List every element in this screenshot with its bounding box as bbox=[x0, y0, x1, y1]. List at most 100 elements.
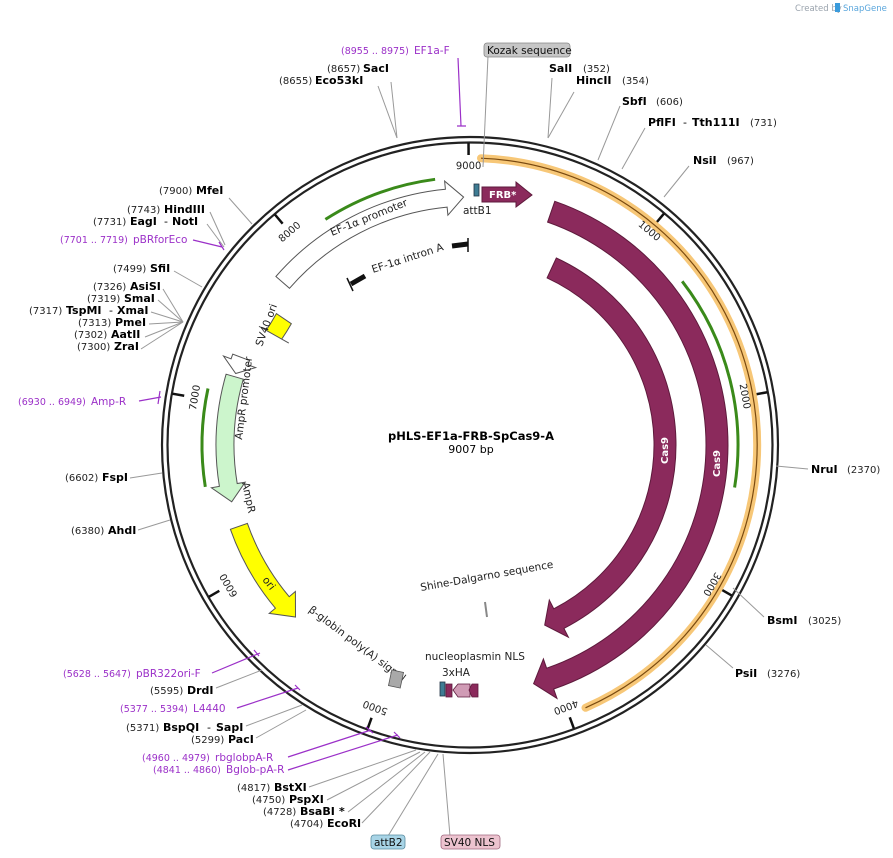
orf-arc-line bbox=[480, 157, 758, 709]
sali-name: SalI bbox=[549, 62, 572, 75]
leader-kozak bbox=[482, 55, 489, 168]
leader-ef1a-f bbox=[457, 57, 466, 127]
nrui-pos: (2370) bbox=[847, 465, 880, 476]
sv40-ori-box bbox=[258, 312, 292, 344]
leader-l4440 bbox=[236, 684, 301, 709]
ef1a-intron-bar-left bbox=[349, 273, 367, 287]
ahdi-name: AhdI bbox=[108, 524, 136, 537]
psii-pos: (3276) bbox=[767, 669, 800, 680]
tspmi-dash: - bbox=[109, 304, 113, 317]
leader-tspmi bbox=[150, 311, 184, 323]
sfii-pos: (7499) bbox=[113, 264, 146, 275]
sbfi-name: SbfI bbox=[622, 95, 647, 108]
attb2-block bbox=[439, 681, 446, 697]
amp-r-name: Amp-R bbox=[91, 396, 126, 408]
cas9-outer-label: Cas9 bbox=[712, 450, 723, 477]
hincii-name: HincII bbox=[576, 74, 612, 87]
credit-brand: SnapGene bbox=[843, 4, 887, 14]
xmai-name: XmaI bbox=[117, 304, 148, 317]
nsii-name: NsiI bbox=[693, 154, 717, 167]
fspi-pos: (6602) bbox=[65, 473, 98, 484]
pmei-name: PmeI bbox=[115, 316, 146, 329]
bsmi-pos: (3025) bbox=[808, 616, 841, 627]
nucleoplasmin-nls-arrow bbox=[468, 683, 479, 698]
eagi-pos: (7731) bbox=[93, 217, 126, 228]
eco53ki-pos: (8655) bbox=[279, 76, 312, 87]
rbglobpa-r-range: (4960 .. 4979) bbox=[142, 753, 210, 764]
scale-tick bbox=[655, 212, 665, 224]
pmei-pos: (7313) bbox=[78, 318, 111, 329]
leader-hincii bbox=[547, 91, 575, 139]
sali-pos: (352) bbox=[583, 64, 610, 75]
tth111i-name: Tth111I bbox=[692, 116, 740, 129]
scale-tick bbox=[172, 392, 185, 397]
attb1-label: attB1 bbox=[463, 205, 492, 217]
drdi-pos: (5595) bbox=[150, 686, 183, 697]
ecori-pos: (4704) bbox=[290, 819, 323, 830]
frb-label: FRB* bbox=[489, 190, 517, 201]
scale-tick bbox=[273, 213, 284, 225]
zrai-pos: (7300) bbox=[77, 342, 110, 353]
eco53ki-name: Eco53kI bbox=[315, 74, 363, 87]
backbone-outer bbox=[160, 135, 780, 755]
attb2-tag-text: attB2 bbox=[374, 837, 403, 849]
bsabi-pos: (4728) bbox=[263, 807, 296, 818]
aatii-name: AatII bbox=[111, 328, 140, 341]
credit-prefix: Created by bbox=[795, 4, 842, 14]
ahdi-pos: (6380) bbox=[71, 526, 104, 537]
tspmi-name: TspMI bbox=[66, 304, 102, 317]
ampr-green-arrow bbox=[200, 388, 210, 488]
leader-drdi bbox=[215, 669, 263, 689]
nsii-pos: (967) bbox=[727, 156, 754, 167]
scale-tick bbox=[568, 716, 576, 729]
amp-r-range: (6930 .. 6949) bbox=[18, 397, 86, 408]
scale-tick bbox=[208, 589, 220, 598]
bsabi-mark: * bbox=[339, 805, 345, 818]
leader-nrui bbox=[775, 465, 809, 470]
plasmid-length: 9007 bp bbox=[448, 443, 493, 456]
sv40-nls-tag bbox=[440, 834, 501, 850]
leader-ahdi bbox=[137, 519, 171, 531]
leader-eagi bbox=[206, 223, 225, 248]
snapgene-logo-icon bbox=[835, 3, 840, 12]
sapi-name: SapI bbox=[216, 721, 243, 734]
eagi-name: EagI bbox=[130, 215, 157, 228]
pbr322ori-f-range: (5628 .. 5647) bbox=[63, 669, 131, 680]
nucleoplasmin-nls-label: nucleoplasmin NLS bbox=[425, 651, 525, 663]
leader-rbglobpa-r bbox=[287, 726, 374, 758]
bspqi-dash: - bbox=[207, 721, 211, 734]
ampr-label: AmpR bbox=[239, 481, 257, 514]
leader-zrai bbox=[140, 321, 184, 350]
rbglobpa-r-name: rbglobpA-R bbox=[215, 752, 273, 764]
leader-mfei bbox=[228, 197, 253, 225]
cas9-inner-label: Cas9 bbox=[660, 437, 671, 464]
tth111i-pos: (731) bbox=[750, 118, 777, 129]
leader-hindiii bbox=[209, 211, 226, 246]
leader-pspxi bbox=[326, 751, 421, 801]
shine-dalgarno-mark bbox=[484, 601, 488, 618]
ef1a-intron-cap-left bbox=[346, 277, 354, 292]
leader-paci bbox=[255, 709, 307, 739]
leader-saci bbox=[377, 85, 398, 139]
pspxi-pos: (4750) bbox=[252, 795, 285, 806]
cas9-outer-arrow bbox=[532, 200, 729, 700]
aatii-pos: (7302) bbox=[74, 330, 107, 341]
paci-pos: (5299) bbox=[191, 735, 224, 746]
ef1a-intron-label: EF-1α intron A bbox=[370, 241, 446, 276]
leader-pbrforeco bbox=[192, 239, 225, 251]
leader-lines bbox=[129, 55, 809, 837]
leader-psii bbox=[705, 644, 734, 669]
leader-attb2 bbox=[387, 753, 439, 837]
mfei-pos: (7900) bbox=[159, 186, 192, 197]
leader-aatii bbox=[144, 321, 184, 338]
pflfi-name: PflFI bbox=[648, 116, 676, 129]
bstxi-name: BstXI bbox=[274, 781, 307, 794]
cas9-green-arrow bbox=[681, 280, 740, 488]
bsabi-name: BsaBI bbox=[300, 805, 335, 818]
attb1-block bbox=[473, 183, 480, 197]
leader-amp-r bbox=[138, 390, 162, 405]
sfii-name: SfiI bbox=[150, 262, 170, 275]
ha-tag-arrow bbox=[452, 683, 471, 698]
